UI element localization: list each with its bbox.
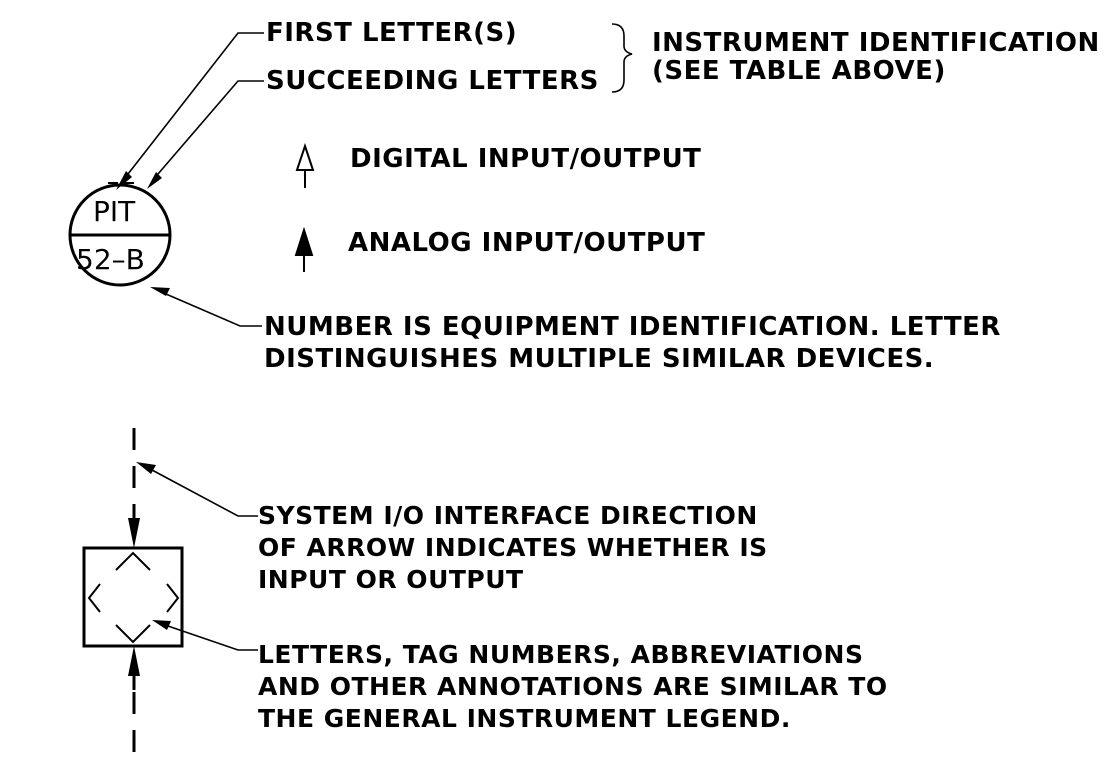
analog-io-label: ANALOG INPUT/OUTPUT — [348, 228, 706, 258]
number-note-line1: NUMBER IS EQUIPMENT IDENTIFICATION. LETT… — [264, 312, 1001, 342]
io-chevron-top-icon — [115, 551, 151, 571]
up-signal-arrowhead — [128, 646, 140, 676]
annotation-line3: THE GENERAL INSTRUMENT LEGEND. — [258, 704, 791, 733]
identification-label-line1: INSTRUMENT IDENTIFICATION — [652, 28, 1100, 58]
succeeding-letters-leader — [157, 80, 264, 175]
identification-brace — [611, 23, 633, 93]
bubble-bottom-number: 52–B — [76, 243, 145, 276]
system-io-line2: OF ARROW INDICATES WHETHER IS — [258, 533, 768, 562]
first-letters-leader — [127, 32, 264, 175]
io-chevron-bottom-icon — [115, 624, 151, 644]
number-note-arrowhead — [150, 287, 170, 296]
annotation-leader — [167, 625, 258, 651]
digital-arrow-icon — [295, 142, 315, 171]
io-chevron-right-icon — [166, 583, 180, 613]
number-note-line2: DISTINGUISHES MULTIPLE SIMILAR DEVICES. — [264, 344, 935, 374]
analog-arrow-icon — [294, 226, 314, 256]
identification-label-line2: (SEE TABLE ABOVE) — [652, 56, 946, 86]
succeeding-letters-arrowhead — [147, 172, 162, 189]
io-chevron-left-icon — [87, 583, 101, 613]
system-io-line3: INPUT OR OUTPUT — [258, 565, 524, 594]
annotation-line2: AND OTHER ANNOTATIONS ARE SIMILAR TO — [258, 672, 888, 701]
succeeding-letters-label: SUCCEEDING LETTERS — [266, 66, 599, 96]
annotation-arrowhead — [152, 620, 171, 630]
bubble-top-letters: PIT — [93, 195, 136, 228]
first-letters-label: FIRST LETTER(S) — [266, 18, 518, 48]
annotation-line1: LETTERS, TAG NUMBERS, ABBREVIATIONS — [258, 640, 864, 669]
down-signal-arrowhead — [128, 518, 140, 548]
first-letters-arrowhead — [116, 171, 132, 190]
system-io-line1: SYSTEM I/O INTERFACE DIRECTION — [258, 501, 758, 530]
system-io-box — [82, 546, 184, 648]
system-io-arrowhead — [136, 462, 156, 474]
system-io-leader — [151, 469, 258, 517]
digital-io-label: DIGITAL INPUT/OUTPUT — [350, 144, 702, 174]
number-note-leader — [165, 293, 262, 327]
